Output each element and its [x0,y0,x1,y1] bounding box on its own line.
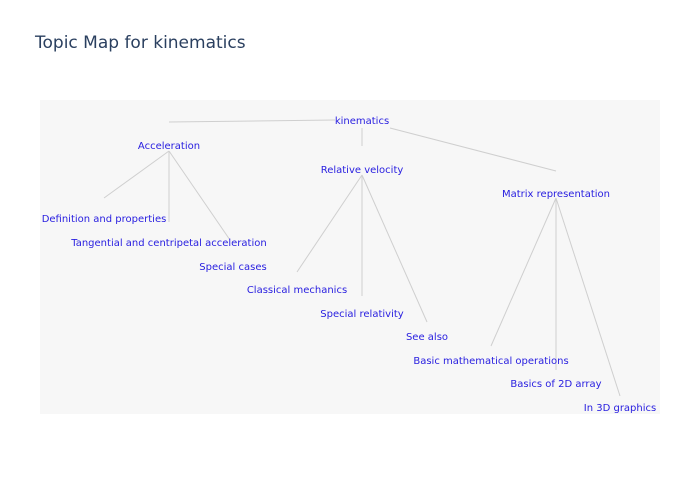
edge-kinematics-to-acceleration [168,119,336,123]
edge-acceleration-to-definition [103,150,170,199]
edge-matrix-representation-to-basic-math [490,197,557,347]
node-tangential[interactable]: Tangential and centripetal acceleration [70,238,266,249]
node-classical-mechanics[interactable]: Classical mechanics [247,285,347,296]
node-special-relativity[interactable]: Special relativity [320,309,403,320]
node-see-also[interactable]: See also [406,332,448,343]
node-in-3d[interactable]: In 3D graphics [584,403,656,414]
node-relative-velocity[interactable]: Relative velocity [321,165,404,176]
diagram-title: Topic Map for kinematics [35,33,246,53]
node-matrix-representation[interactable]: Matrix representation [502,189,610,200]
node-special-cases[interactable]: Special cases [199,262,266,273]
node-basic-math[interactable]: Basic mathematical operations [413,356,568,367]
edge-matrix-representation-to-in-3d [555,197,621,397]
edge-kinematics-to-matrix-representation [389,127,557,172]
plot-area [40,100,660,414]
edges-layer [103,119,621,397]
node-kinematics[interactable]: kinematics [335,116,389,127]
edge-acceleration-to-special-cases [168,150,231,241]
node-definition[interactable]: Definition and properties [42,214,167,225]
node-acceleration[interactable]: Acceleration [138,141,200,152]
node-basics-2d[interactable]: Basics of 2D array [510,379,601,390]
edge-relative-velocity-to-see-also [361,174,428,323]
edge-relative-velocity-to-classical-mechanics [296,174,363,273]
